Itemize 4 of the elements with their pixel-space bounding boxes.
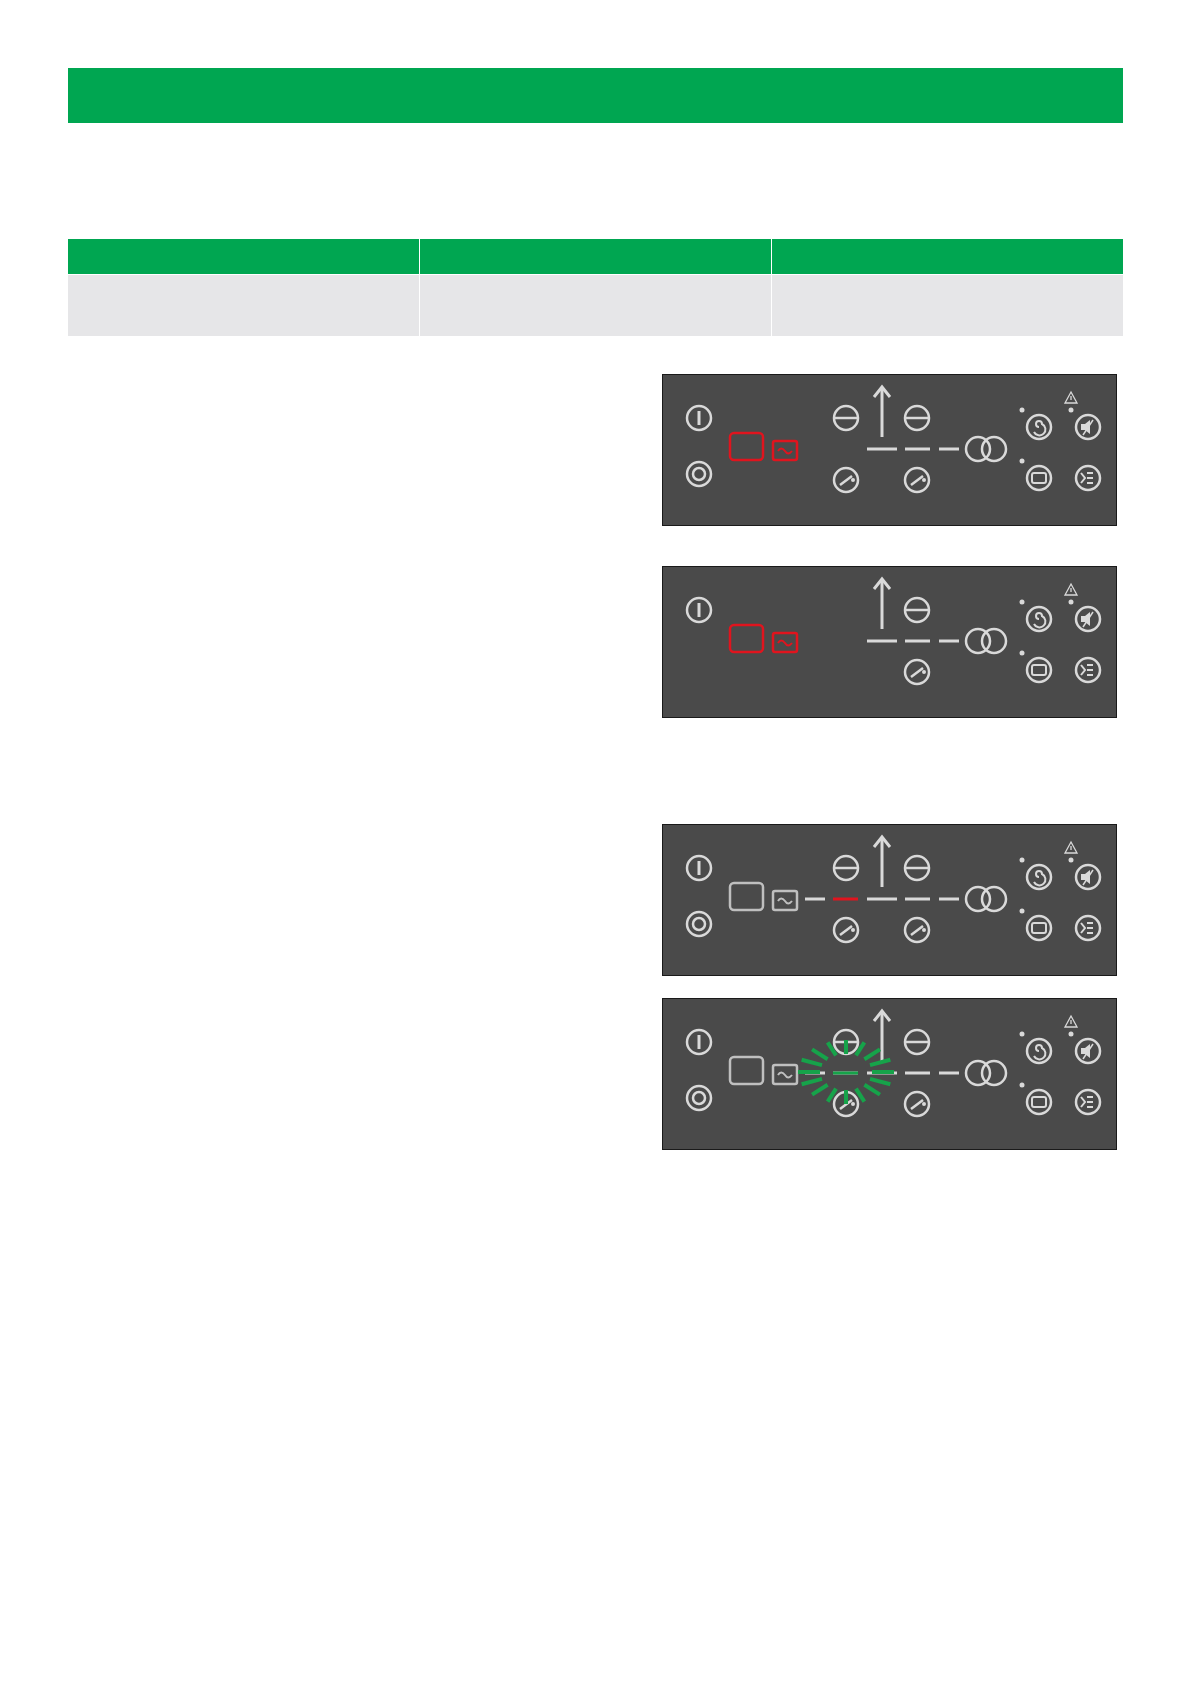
control-panel [662,374,1117,526]
control-panel [662,824,1117,976]
control-panel [662,566,1117,718]
control-panel [662,998,1117,1150]
